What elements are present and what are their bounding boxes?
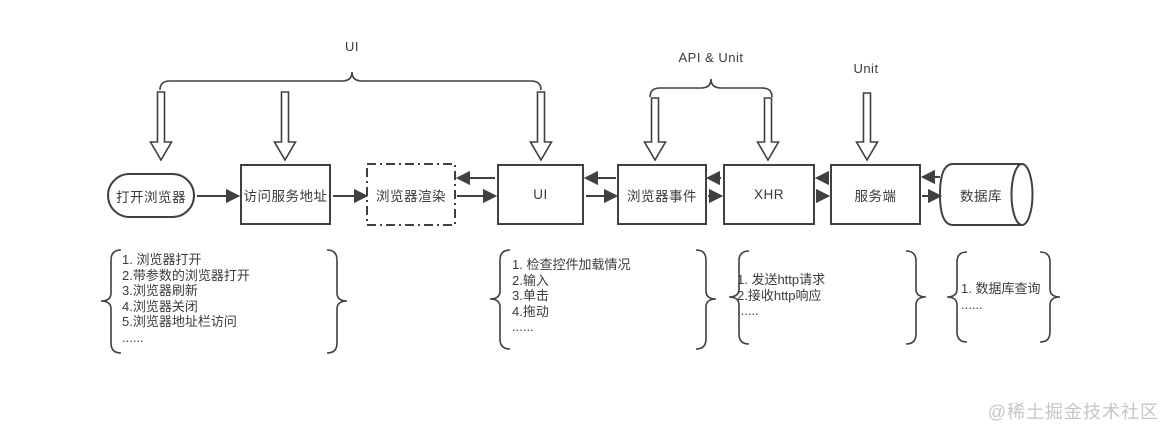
right-brace-icon <box>905 250 927 345</box>
list-item: ...... <box>122 329 144 345</box>
group-label-api-unit: API & Unit <box>678 50 744 65</box>
left-brace-icon <box>946 251 968 343</box>
list-item: 1. 数据库查询 <box>961 281 1041 296</box>
block-arrow-down-icon <box>273 91 297 162</box>
list-item: 3.单击 <box>512 288 549 303</box>
down-block-arrows <box>149 91 879 162</box>
flow-node-open-browser: 打开浏览器 <box>107 173 195 218</box>
block-arrow-down-icon <box>643 97 667 162</box>
list-item: 1. 发送http请求 <box>737 272 826 287</box>
flow-node-database: 数据库 <box>960 188 1002 204</box>
list-item: 2.输入 <box>512 272 549 288</box>
list-item: 2.带参数的浏览器打开 <box>122 267 250 283</box>
annotation-list-db-ops: 1. 数据库查询 ...... <box>961 281 1040 312</box>
annotation-list-browser-ops: 1. 浏览器打开 2.带参数的浏览器打开 3.浏览器刷新 4.浏览器关闭 5.浏… <box>122 252 250 345</box>
flow-node-xhr: XHR <box>723 164 815 225</box>
annotation-list-ui-ops: 1. 检查控件加载情况 2.输入 3.单击 4.拖动 ...... <box>512 257 630 335</box>
left-brace-icon <box>100 249 122 354</box>
browser-render-dashdot-border <box>366 163 456 226</box>
list-item: 4.拖动 <box>512 303 549 319</box>
block-arrow-down-icon <box>149 91 173 162</box>
flow-arrows <box>197 169 943 204</box>
group-label-unit: Unit <box>853 61 879 76</box>
list-item: ...... <box>961 296 983 312</box>
list-item: 3.浏览器刷新 <box>122 283 198 298</box>
ui-group-brace <box>159 71 542 91</box>
list-item: 4.浏览器关闭 <box>122 298 198 314</box>
block-arrow-down-icon <box>756 97 780 162</box>
flow-node-browser-events: 浏览器事件 <box>617 164 707 225</box>
flow-node-visit-address: 访问服务地址 <box>240 164 331 225</box>
watermark: @稀土掘金技术社区 <box>987 402 1159 422</box>
database-cylinder-shape <box>938 163 1034 226</box>
list-item: 2.接收http响应 <box>737 287 822 303</box>
flow-node-ui: UI <box>497 164 584 225</box>
list-item: 5.浏览器地址栏访问 <box>122 314 237 329</box>
right-brace-icon <box>695 249 717 350</box>
annotation-braces <box>100 249 1061 354</box>
flow-node-server: 服务端 <box>830 164 921 225</box>
list-item: 1. 浏览器打开 <box>122 252 202 267</box>
block-arrow-down-icon <box>529 91 553 162</box>
right-brace-icon <box>1039 251 1061 343</box>
list-item: ...... <box>737 303 759 318</box>
annotation-list-http-ops: 1. 发送http请求 2.接收http响应 ...... <box>737 272 825 319</box>
right-brace-icon <box>326 249 348 354</box>
left-brace-icon <box>489 249 511 350</box>
api-unit-group-brace <box>649 78 773 98</box>
left-brace-icon <box>728 250 750 345</box>
flow-node-browser-render: 浏览器渲染 <box>376 188 446 204</box>
list-item: 1. 检查控件加载情况 <box>512 257 631 272</box>
list-item: ...... <box>512 319 534 334</box>
block-arrow-down-icon <box>855 92 879 162</box>
group-label-ui: UI <box>345 39 359 54</box>
